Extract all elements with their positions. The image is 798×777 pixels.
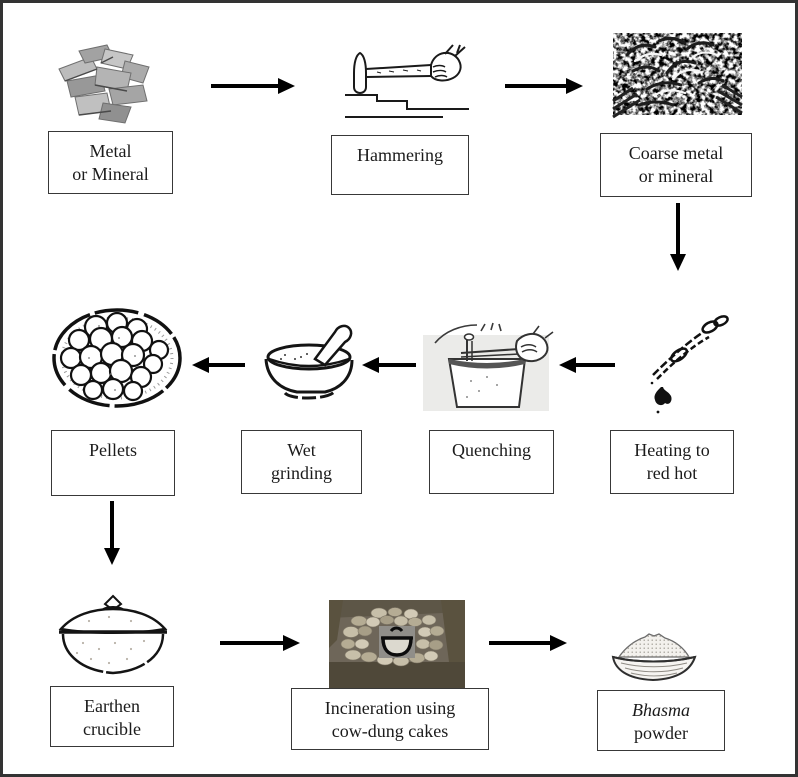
label-line: crucible bbox=[83, 719, 141, 739]
label-box-heating: Heating to red hot bbox=[610, 430, 734, 494]
arrow-crucible-to-incineration bbox=[220, 635, 300, 651]
arrow-pellets-to-crucible bbox=[104, 501, 120, 565]
arrow-heating-to-quenching bbox=[559, 357, 615, 373]
label-line: Pellets bbox=[89, 440, 137, 460]
label-line: or mineral bbox=[638, 166, 714, 186]
label-line: or Mineral bbox=[72, 164, 149, 184]
label-line: Quenching bbox=[452, 440, 531, 460]
label-box-metal-or-mineral: Metal or Mineral bbox=[48, 131, 173, 194]
label-line: Incineration using bbox=[324, 698, 456, 718]
label-line: Coarse metal bbox=[628, 143, 724, 163]
label-line: red hot bbox=[646, 463, 698, 483]
label-box-hammering: Hammering bbox=[331, 135, 469, 195]
quenching-vessel-image bbox=[421, 321, 555, 414]
label-box-bhasma-powder: Bhasma powder bbox=[597, 690, 725, 751]
label-box-wet-grinding: Wet grinding bbox=[241, 430, 362, 494]
label-box-quenching: Quenching bbox=[429, 430, 554, 494]
cow-dung-pit-photo bbox=[329, 600, 465, 690]
label-line: powder bbox=[634, 723, 688, 743]
arrow-hammering-to-coarse bbox=[505, 78, 583, 94]
label-box-earthen-crucible: Earthen crucible bbox=[50, 686, 174, 747]
label-line: Earthen bbox=[84, 696, 140, 716]
pellet-plate-image bbox=[49, 306, 186, 412]
arrow-metal-to-hammering bbox=[211, 78, 295, 94]
coarse-metal-scraps-image bbox=[609, 25, 746, 124]
mortar-and-pestle-image bbox=[255, 317, 365, 414]
label-box-incineration: Incineration using cow-dung cakes bbox=[291, 688, 489, 750]
label-line: Hammering bbox=[357, 145, 443, 165]
label-box-pellets: Pellets bbox=[51, 430, 175, 496]
tongs-over-flame-image bbox=[631, 311, 731, 415]
lidded-earthen-pot-image bbox=[49, 591, 177, 685]
arrow-quenching-to-wet-grinding bbox=[362, 357, 416, 373]
label-line: Metal bbox=[89, 141, 132, 161]
powder-heap-bowl-image bbox=[607, 627, 701, 687]
label-line: Bhasma bbox=[632, 700, 690, 720]
label-line: Heating to bbox=[634, 440, 710, 460]
arrow-incineration-to-bhasma bbox=[489, 635, 567, 651]
label-line: grinding bbox=[271, 463, 332, 483]
arrow-wet-grinding-to-pellets bbox=[192, 357, 245, 373]
label-line: cow-dung cakes bbox=[331, 721, 449, 741]
metal-ingots-image bbox=[51, 39, 156, 125]
label-line: Wet bbox=[287, 440, 316, 460]
arrow-coarse-to-heating bbox=[670, 203, 686, 271]
label-box-coarse-metal: Coarse metal or mineral bbox=[600, 133, 752, 197]
hammer-and-hand-image bbox=[333, 43, 476, 125]
